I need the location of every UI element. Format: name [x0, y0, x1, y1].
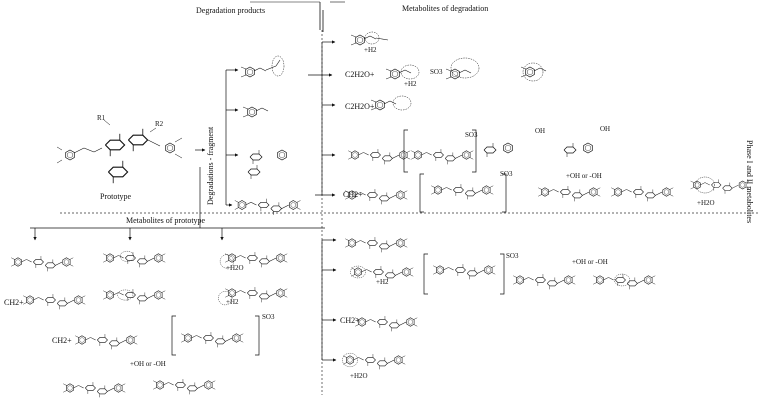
annotation-h2o-a: +H2O	[697, 199, 715, 207]
label-r2: R2	[155, 120, 164, 128]
metabolite-row4b	[411, 149, 473, 164]
metabolite-row5b	[431, 184, 493, 199]
fragment-glycoside	[247, 149, 287, 180]
annotation-so3-a: SO3	[430, 68, 443, 76]
label-phase-metabolites: Phase I and II metabolites	[745, 140, 754, 224]
metabolite-row5c	[538, 186, 600, 201]
metabolite-row2b	[446, 57, 480, 79]
annotation-ch2-b: CH2+	[4, 298, 24, 307]
annotation-plus-h2-c: +H2	[226, 298, 239, 306]
metabolite-row2c	[521, 62, 546, 82]
metabolite-row4c	[483, 142, 513, 158]
phase-met-6	[355, 316, 417, 331]
annotation-ch2-c: CH2+	[52, 336, 72, 345]
annotation-h2o-b: +H2O	[226, 264, 244, 272]
metabolite-row5e	[691, 176, 749, 194]
annotation-oh-a: OH	[535, 127, 546, 135]
prototype-molecule	[56, 119, 183, 184]
annotation-oh-or-oh-a: +OH or -OH	[566, 172, 602, 180]
label-r1: R1	[97, 114, 106, 122]
annotation-oh-or-oh-b: +OH or -OH	[130, 360, 166, 368]
fragment-ester	[235, 199, 301, 215]
proto-met-5	[103, 289, 165, 304]
heading-degradation-products: Degradation products	[196, 6, 266, 15]
annotation-oh-b: OH	[600, 125, 611, 133]
proto-met-3	[219, 252, 287, 269]
proto-met-1	[11, 256, 73, 271]
annotation-so3-b: SO3	[465, 131, 478, 139]
annotation-so3-d: SO3	[262, 313, 275, 321]
proto-met-6	[218, 287, 287, 306]
metabolite-dh-caffeic	[351, 31, 389, 45]
phase-met-2	[350, 266, 413, 281]
label-degradations-fragment: Degradations - fragment	[206, 126, 215, 205]
phase-met-4	[513, 274, 575, 289]
phase-met-5	[593, 274, 655, 289]
proto-met-2	[103, 250, 165, 267]
metabolite-row2a	[386, 64, 420, 79]
proto-met-10	[153, 379, 215, 394]
phase-met-7	[342, 352, 405, 369]
annotation-so3-c: SO3	[500, 170, 513, 178]
label-prototype: Prototype	[100, 192, 132, 201]
proto-met-8	[181, 332, 243, 347]
annotation-plus-h2-a: +H2	[364, 46, 377, 54]
annotation-h2o-c: +H2O	[350, 372, 368, 380]
fragment-caffeic-acid	[241, 55, 285, 77]
annotation-so3-e: SO3	[506, 252, 519, 260]
metabolite-row3	[371, 95, 412, 110]
proto-met-7	[75, 334, 137, 349]
metabolite-row4a	[348, 149, 410, 164]
metabolite-row4d	[563, 142, 593, 158]
fragment-hydroxytyrosol	[243, 107, 268, 117]
phase-met-3	[433, 264, 495, 279]
annotation-plus-h2-b: +H2	[404, 80, 417, 88]
heading-metabolites-of-prototype: Metabolites of prototype	[126, 216, 206, 225]
heading-metabolites-of-degradation: Metabolites of degradation	[402, 4, 489, 13]
annotation-plus-h2-d: +H2	[376, 278, 389, 286]
annotation-c2h2o-a: C2H2O+	[345, 70, 375, 79]
metabolite-row5d	[611, 186, 673, 201]
proto-met-9	[63, 382, 125, 397]
annotation-c2h2o-b: C2H2O+	[345, 102, 375, 111]
phase-met-1	[345, 237, 407, 252]
proto-met-4	[23, 294, 85, 309]
annotation-ch2-d: CH2+	[340, 316, 360, 325]
annotation-oh-or-oh-c: +OH or -OH	[572, 258, 608, 266]
annotation-ch2-a: CH2+	[343, 190, 363, 199]
